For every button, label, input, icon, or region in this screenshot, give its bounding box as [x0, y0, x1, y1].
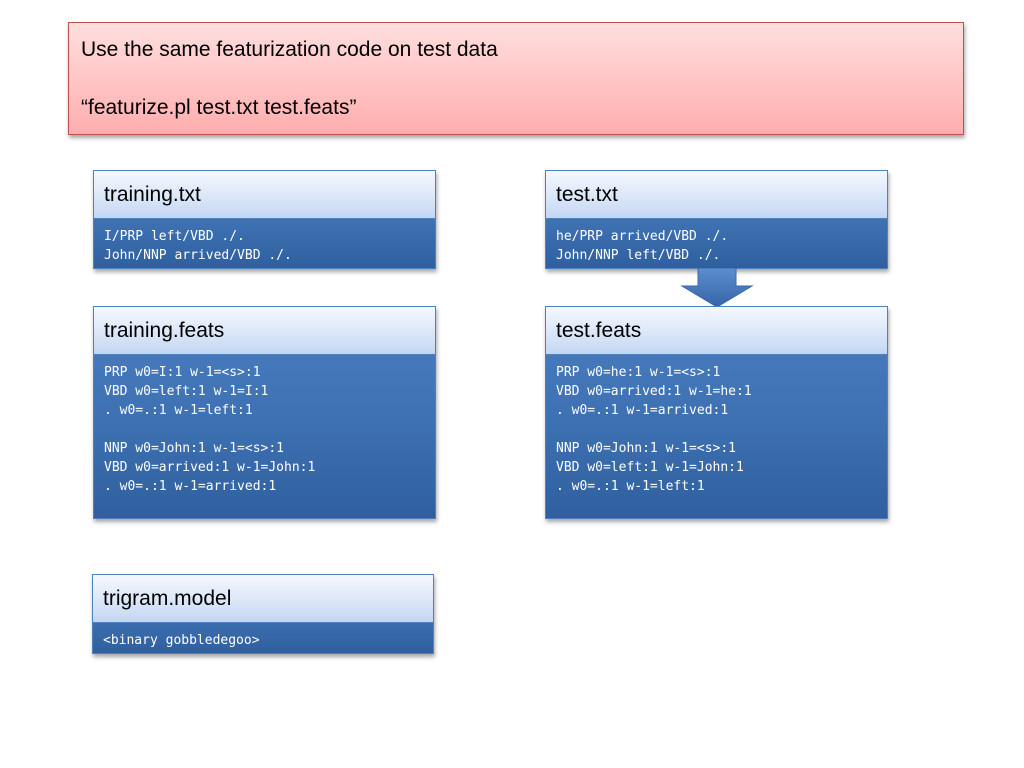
content-line: . w0=.:1 w-1=left:1 — [104, 403, 253, 418]
card-content: <binary gobbledegoo> — [93, 623, 433, 656]
card-title: training.feats — [94, 307, 435, 355]
content-line — [556, 420, 877, 439]
content-line: VBD w0=left:1 w-1=John:1 — [556, 460, 744, 475]
card-content: PRP w0=I:1 w-1=<s>:1 VBD w0=left:1 w-1=I… — [94, 355, 435, 502]
training-feats-card: training.feats PRP w0=I:1 w-1=<s>:1 VBD … — [93, 306, 436, 519]
content-line: NNP w0=John:1 w-1=<s>:1 — [556, 441, 737, 456]
training-txt-card: training.txt I/PRP left/VBD ./. John/NNP… — [93, 170, 436, 269]
content-line — [104, 420, 425, 439]
content-line: John/NNP arrived/VBD ./. — [104, 248, 292, 263]
down-arrow-icon — [680, 268, 754, 308]
content-line: VBD w0=arrived:1 w-1=he:1 — [556, 384, 752, 399]
card-content: he/PRP arrived/VBD ./. John/NNP left/VBD… — [546, 219, 887, 271]
banner-heading: Use the same featurization code on test … — [81, 38, 498, 61]
card-title: trigram.model — [93, 575, 433, 623]
content-line: . w0=.:1 w-1=arrived:1 — [556, 403, 729, 418]
content-line: PRP w0=he:1 w-1=<s>:1 — [556, 365, 721, 380]
title-banner: Use the same featurization code on test … — [68, 22, 964, 135]
content-line: he/PRP arrived/VBD ./. — [556, 229, 729, 244]
test-feats-card: test.feats PRP w0=he:1 w-1=<s>:1 VBD w0=… — [545, 306, 888, 519]
content-line: I/PRP left/VBD ./. — [104, 229, 245, 244]
test-txt-card: test.txt he/PRP arrived/VBD ./. John/NNP… — [545, 170, 888, 269]
card-content: PRP w0=he:1 w-1=<s>:1 VBD w0=arrived:1 w… — [546, 355, 887, 502]
trigram-model-card: trigram.model <binary gobbledegoo> — [92, 574, 434, 654]
card-title: test.feats — [546, 307, 887, 355]
card-content: I/PRP left/VBD ./. John/NNP arrived/VBD … — [94, 219, 435, 271]
content-line: . w0=.:1 w-1=left:1 — [556, 479, 705, 494]
content-line: . w0=.:1 w-1=arrived:1 — [104, 479, 277, 494]
content-line: John/NNP left/VBD ./. — [556, 248, 721, 263]
content-line: NNP w0=John:1 w-1=<s>:1 — [104, 441, 285, 456]
banner-command: “featurize.pl test.txt test.feats” — [81, 96, 357, 119]
content-line: VBD w0=arrived:1 w-1=John:1 — [104, 460, 316, 475]
content-line: <binary gobbledegoo> — [103, 633, 260, 648]
content-line: VBD w0=left:1 w-1=I:1 — [104, 384, 269, 399]
card-title: training.txt — [94, 171, 435, 219]
content-line: PRP w0=I:1 w-1=<s>:1 — [104, 365, 261, 380]
card-title: test.txt — [546, 171, 887, 219]
